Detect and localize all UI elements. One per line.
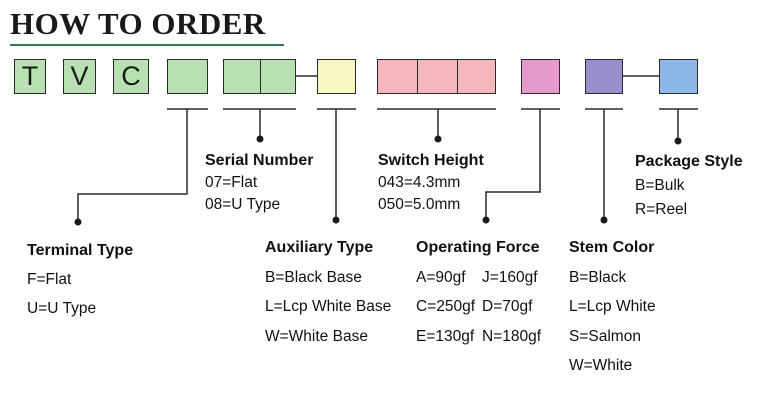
option-item: B=Black Base — [265, 268, 362, 286]
option-item: 043=4.3mm — [378, 174, 461, 191]
code-letter-t: T — [14, 59, 46, 94]
option-item: F=Flat — [27, 271, 72, 288]
option-item: B=Bulk — [635, 177, 685, 194]
option-item: U=U Type — [27, 300, 97, 317]
operating-force-group: Operating Force A=90gf J=160gf C=250gf D=7… — [416, 233, 541, 351]
package-style-title: Package Style — [635, 153, 743, 170]
code-letter-c: C — [113, 59, 149, 94]
operating-force-box — [521, 59, 560, 94]
serial-number-group: Serial Number 07=Flat 08=U Type — [205, 150, 313, 216]
connector-dot — [674, 137, 682, 145]
option-item: L=Lcp White — [569, 298, 656, 315]
package-style-box — [659, 59, 698, 94]
terminal-type-title: Terminal Type — [27, 242, 134, 259]
option-item: C=250gf — [416, 298, 476, 315]
stem-color-title: Stem Color — [569, 239, 655, 256]
option-item: W=White Base — [265, 327, 368, 345]
connector-dot — [600, 216, 608, 224]
page-title: HOW TO ORDER — [10, 6, 266, 41]
connector-dot — [256, 135, 264, 143]
terminal-type-box — [167, 59, 208, 94]
option-item: D=70gf — [482, 298, 533, 315]
option-item: B=Black — [569, 268, 627, 286]
auxiliary-type-title: Auxiliary Type — [265, 239, 374, 256]
serial-number-box — [223, 59, 296, 94]
switch-height-box — [377, 59, 496, 94]
option-row: E=130gf N=180gf — [416, 322, 541, 352]
connector-dot — [332, 216, 340, 224]
option-item: N=180gf — [482, 327, 542, 345]
package-style-group: Package Style B=Bulk R=Reel — [635, 150, 743, 222]
option-item: 07=Flat — [205, 174, 258, 191]
switch-height-group: Switch Height 043=4.3mm 050=5.0mm — [378, 150, 484, 216]
option-item: R=Reel — [635, 201, 688, 218]
connector-dot — [482, 216, 490, 224]
connector-dot — [434, 135, 442, 143]
operating-force-title: Operating Force — [416, 239, 540, 256]
stem-color-box — [585, 59, 623, 94]
auxiliary-type-group: Auxiliary Type B=Black Base L=Lcp White … — [265, 233, 391, 351]
option-item: A=90gf — [416, 268, 466, 286]
option-item: E=130gf — [416, 327, 475, 345]
stem-color-group: Stem Color B=Black L=Lcp White S=Salmon … — [569, 233, 656, 381]
option-row: C=250gf D=70gf — [416, 292, 541, 322]
auxiliary-type-box — [317, 59, 356, 94]
option-item: J=160gf — [482, 268, 538, 286]
leader-force — [485, 109, 541, 218]
terminal-type-group: Terminal Type F=Flat U=U Type — [27, 236, 133, 323]
connector-dot — [74, 218, 82, 226]
serial-number-title: Serial Number — [205, 152, 314, 169]
title-underline — [10, 44, 284, 46]
box-divider — [260, 60, 261, 93]
option-item: W=White — [569, 357, 633, 374]
leader-terminal — [77, 109, 188, 220]
box-divider — [457, 60, 458, 93]
option-item: 050=5.0mm — [378, 196, 461, 213]
switch-height-title: Switch Height — [378, 152, 484, 169]
option-item: L=Lcp White Base — [265, 298, 392, 315]
option-row: A=90gf J=160gf — [416, 263, 541, 293]
code-letter-v: V — [63, 59, 96, 94]
option-item: S=Salmon — [569, 327, 641, 345]
option-item: 08=U Type — [205, 196, 281, 213]
box-divider — [417, 60, 418, 93]
